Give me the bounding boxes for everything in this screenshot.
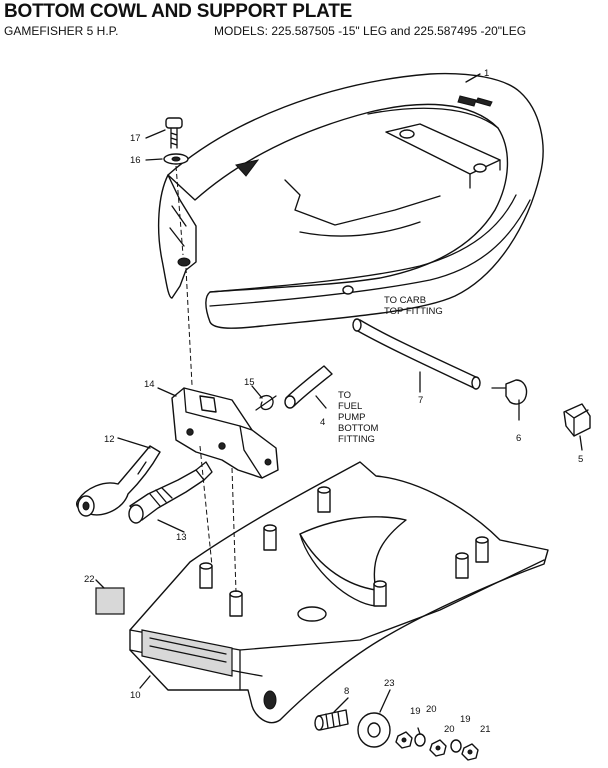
callout-4: 4: [320, 417, 325, 428]
callout-15: 15: [244, 377, 255, 388]
hose-4: [284, 365, 333, 409]
callout-21: 21: [480, 724, 491, 735]
washer-16: [163, 153, 189, 165]
lock-20a: [414, 733, 426, 747]
note-fuel-5: FITTING: [338, 434, 375, 445]
connector-13: [128, 461, 213, 533]
bottom-cowl: [157, 72, 544, 329]
callout-7: 7: [418, 395, 423, 406]
callout-8: 8: [344, 686, 349, 697]
nut-20b: [429, 739, 447, 757]
callout-23: 23: [384, 678, 395, 689]
note-fuel-2: FUEL: [338, 401, 362, 412]
hose-7: [352, 318, 481, 393]
callout-5: 5: [578, 454, 583, 465]
callout-19a: 19: [410, 706, 421, 717]
note-to-carb-1: TO CARB: [384, 295, 426, 306]
callout-16: 16: [130, 155, 141, 166]
primer-12: [76, 445, 161, 517]
callout-14: 14: [144, 379, 155, 390]
callout-17: 17: [130, 133, 141, 144]
callout-12: 12: [104, 434, 115, 445]
models-line: MODELS: 225.587505 -15" LEG and 225.5874…: [214, 24, 527, 38]
page-subtitle: GAMEFISHER 5 H.P.: [4, 24, 119, 38]
cap-6: [491, 379, 528, 421]
lock-19b: [450, 739, 462, 753]
decal-22: [95, 587, 125, 615]
note-fuel-3: PUMP: [338, 412, 365, 423]
stud-8: [314, 697, 349, 731]
washer-23: [357, 689, 391, 748]
callout-22: 22: [84, 574, 95, 585]
note-to-carb-2: TOP FITTING: [384, 306, 443, 317]
callout-1: 1: [484, 68, 489, 79]
leader-lines: [95, 73, 481, 735]
nut-21: [461, 743, 479, 761]
clip-15: [255, 394, 277, 411]
screw-17: [165, 117, 183, 149]
callout-6: 6: [516, 433, 521, 444]
callout-20b: 20: [444, 724, 455, 735]
callout-13: 13: [176, 532, 187, 543]
fitting-5: [563, 403, 591, 451]
callout-19b: 19: [460, 714, 471, 725]
note-fuel-1: TO: [338, 390, 351, 401]
nut-19a: [395, 731, 413, 749]
callout-10: 10: [130, 690, 141, 701]
note-fuel-4: BOTTOM: [338, 423, 379, 434]
page-title: BOTTOM COWL AND SUPPORT PLATE: [4, 1, 353, 22]
callout-20a: 20: [426, 704, 437, 715]
bracket-14: [171, 387, 279, 479]
support-plate-10: [129, 461, 549, 724]
